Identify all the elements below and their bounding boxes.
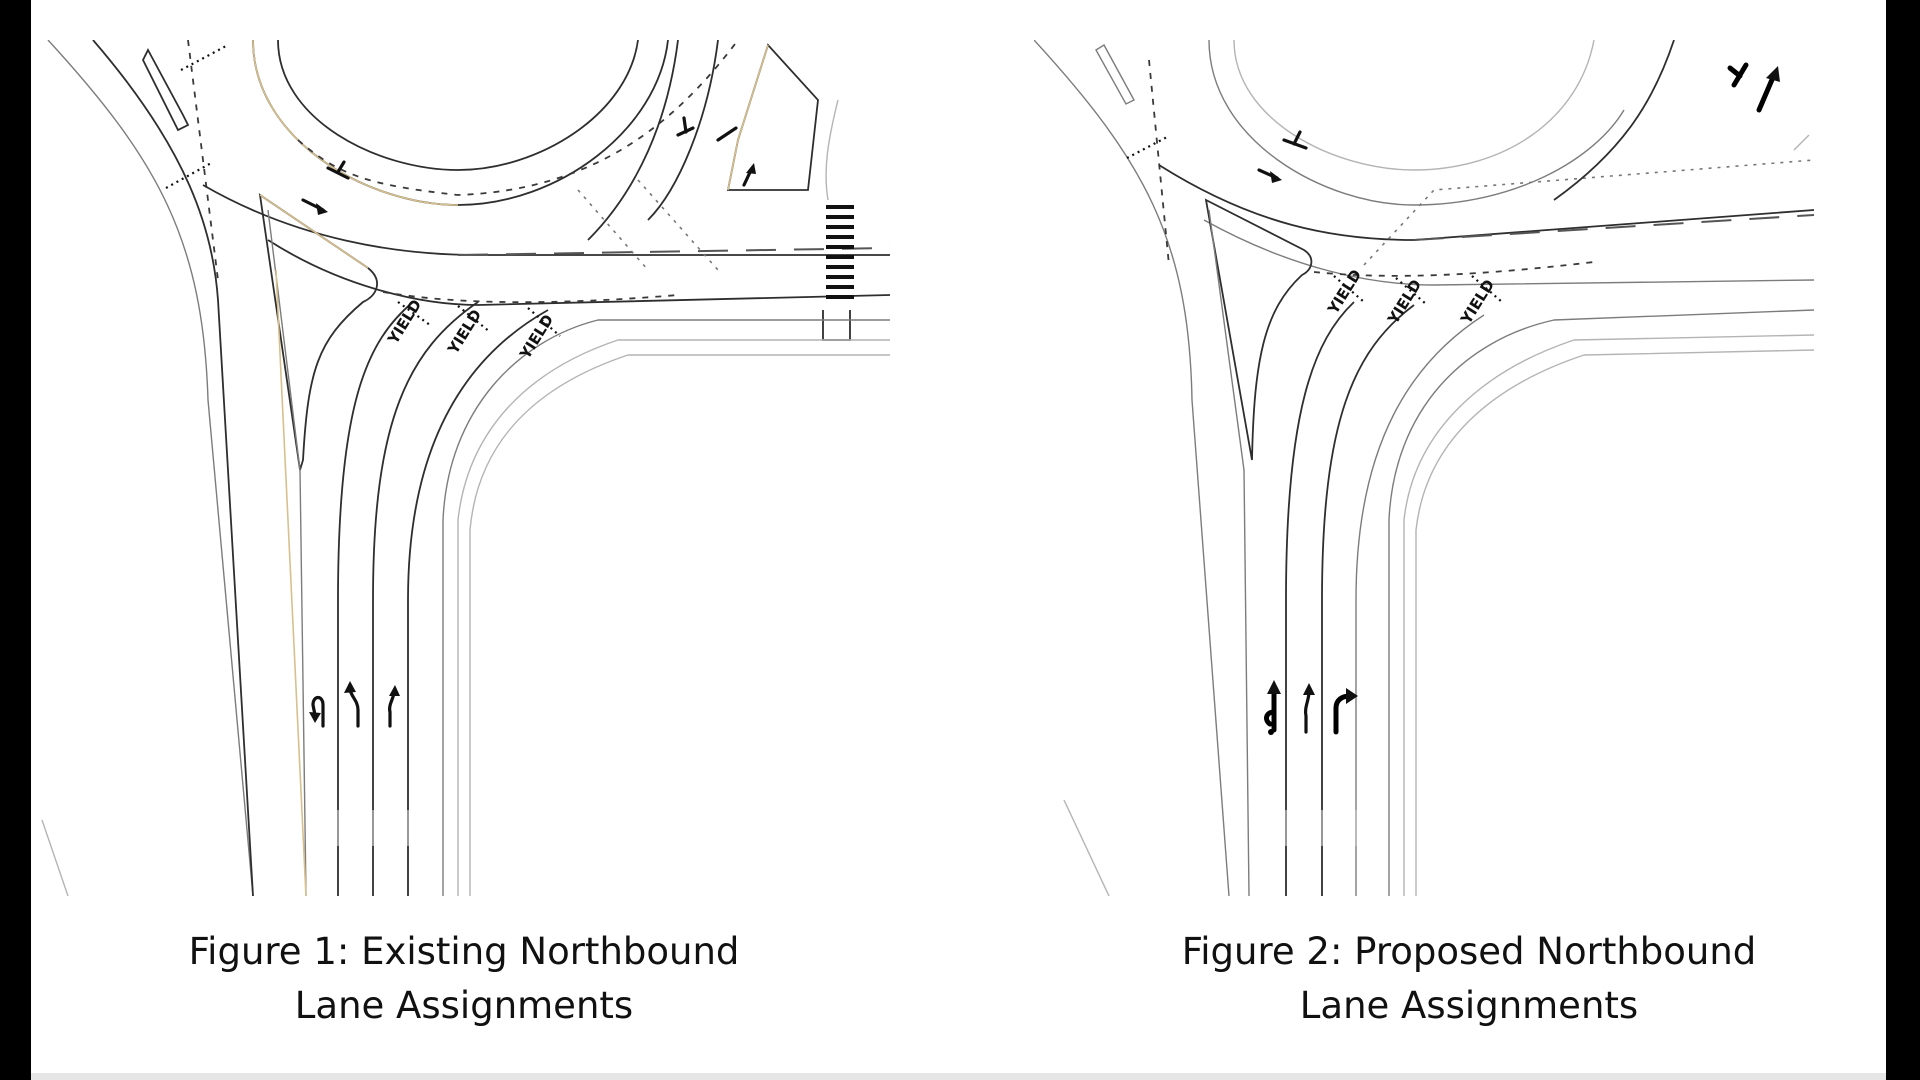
left-splitter-island — [258, 193, 378, 471]
circulating-arrow-icon — [1756, 66, 1780, 113]
through-bend-arrow-icon — [388, 685, 400, 728]
yield-line-dashed — [1313, 261, 1595, 277]
corner-line — [1063, 799, 1110, 896]
dashed-crosswalk-line — [1148, 59, 1170, 266]
outer-curb-line — [1388, 309, 1814, 896]
left-road-edge — [1034, 40, 1230, 896]
yield-marking: YIELD — [384, 296, 426, 348]
yield-bar — [397, 301, 431, 326]
hatched-curb — [825, 99, 839, 201]
through-arrow-icon — [1303, 683, 1315, 734]
crosswalk — [826, 205, 854, 299]
circulating-arrow-icon — [326, 160, 350, 180]
circulating-arrow-icon — [1257, 168, 1282, 183]
circulating-lane-line — [202, 184, 890, 256]
central-island-curb — [252, 40, 459, 206]
figure-panel — [31, 0, 1886, 1080]
circulating-arrow-icon — [1282, 130, 1308, 150]
entry-lane-line-3 — [1355, 314, 1485, 896]
crosswalk-end — [822, 310, 851, 341]
lane-stub-lines — [1285, 810, 1357, 846]
left-curb-tan — [275, 269, 307, 896]
circulating-inner-line — [1203, 219, 1814, 286]
apron-edge — [1233, 40, 1595, 171]
outer-curb-line — [457, 339, 890, 896]
yield-bar — [527, 307, 561, 337]
circulating-arrow-icon — [1727, 62, 1749, 88]
right-turn-arrow-icon — [1333, 688, 1358, 735]
lane-stub-lines — [337, 810, 409, 846]
entry-lane-line-2 — [372, 301, 479, 896]
exit-lane-line — [647, 40, 719, 221]
exit-lane-line — [587, 40, 679, 241]
dashed-guide-lines — [1363, 159, 1814, 266]
entry-lane-line-1 — [1285, 301, 1355, 896]
left-splitter-island — [1204, 198, 1313, 461]
caption-line-2: Lane Assignments — [294, 984, 634, 1027]
dashed-circulating-line — [297, 40, 739, 196]
figure-2-caption: Figure 2: Proposed Northbound Lane Assig… — [1034, 925, 1904, 1033]
outer-curb-line — [442, 319, 890, 896]
circulating-lane-line — [1158, 164, 1814, 241]
existing-lane-diagram: YIELD YIELD YIELD — [41, 40, 890, 896]
left-road-edge — [92, 40, 254, 896]
yield-bar — [180, 44, 229, 71]
yield-bar — [1126, 135, 1170, 159]
island-edge — [1208, 209, 1250, 896]
splitter-curb — [727, 44, 769, 191]
yield-marking: YIELD — [444, 306, 486, 358]
island-edge — [267, 209, 307, 896]
splitter-curb — [259, 194, 369, 269]
caption-line-2: Lane Assignments — [1299, 984, 1639, 1027]
dashed-crosswalk-line — [187, 40, 219, 281]
outer-curb-line — [469, 354, 890, 896]
circulating-arrow-icon — [301, 198, 328, 215]
lane-divider — [1413, 214, 1814, 241]
median-island — [141, 48, 190, 132]
outer-road-edge — [47, 40, 254, 896]
bottom-strip — [31, 1073, 1886, 1080]
splitter-island — [726, 43, 819, 191]
caption-line-1: Figure 2: Proposed Northbound — [1181, 930, 1757, 973]
caption-line-1: Figure 1: Existing Northbound — [188, 930, 740, 973]
yield-marking: YIELD — [1384, 276, 1426, 328]
exit-lane-line — [1553, 40, 1675, 201]
exit-lane-line — [1793, 134, 1810, 151]
yield-bar — [1333, 275, 1365, 303]
proposed-lane-diagram: YIELD YIELD YIELD — [1034, 40, 1814, 896]
figure-1-caption: Figure 1: Existing Northbound Lane Assig… — [38, 925, 890, 1033]
central-island-edge — [252, 40, 669, 206]
circulating-arrow-icon — [676, 116, 695, 137]
central-island-edge — [1208, 40, 1625, 206]
apron-edge — [277, 40, 639, 171]
entry-lane-line-2 — [1321, 304, 1415, 896]
median-island — [1095, 44, 1135, 105]
dashed-guide-lines — [577, 179, 719, 271]
yield-marking: YIELD — [516, 311, 558, 363]
entry-lane-line-1 — [337, 301, 414, 896]
left-turn-arrow-icon — [344, 681, 360, 728]
yield-bar — [1395, 277, 1427, 305]
outer-curb-line — [1403, 334, 1814, 896]
circulating-arrow-icon — [742, 163, 756, 187]
lane-divider — [457, 247, 890, 256]
u-turn-left-through-arrow-icon — [1264, 680, 1281, 735]
corner-line — [41, 819, 69, 896]
outer-curb-line — [1415, 349, 1814, 896]
yield-bar — [457, 305, 491, 333]
entry-lane-line-3 — [407, 309, 549, 896]
yield-bar — [1471, 275, 1503, 303]
circulating-arrow-icon — [716, 126, 738, 142]
yield-line-dashed — [382, 291, 679, 304]
u-turn-left-arrow-icon — [309, 695, 325, 728]
